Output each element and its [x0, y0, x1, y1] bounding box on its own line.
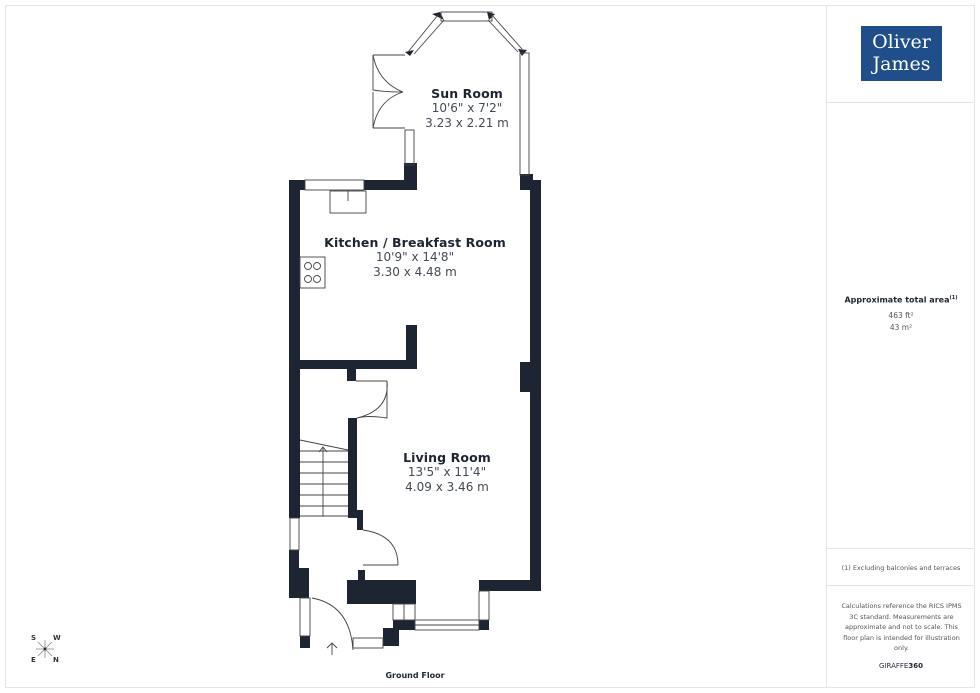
compass-s: S	[31, 634, 37, 642]
room-name: Sun Room	[431, 86, 503, 101]
room-name: Living Room	[403, 450, 491, 465]
info-sidebar: Oliver James Approximate total area(1) 4…	[826, 5, 975, 688]
floor-plan-drawing	[36, 11, 541, 658]
room-dimensions-imperial: 10'6" x 7'2"	[431, 101, 503, 115]
footnote-marker: (1)	[949, 295, 958, 301]
brand-prefix: GIRAFFE	[879, 662, 909, 670]
room-dimensions-metric: 3.23 x 2.21 m	[425, 116, 509, 130]
room-dimensions-imperial: 13'5" x 11'4"	[407, 465, 487, 479]
brand-mark: GIRAFFE360	[827, 662, 975, 670]
room-label-kitchen: Kitchen / Breakfast Room 10'9" x 14'8" 3…	[324, 235, 506, 280]
area-sqm: 43 m²	[889, 322, 913, 332]
room-label-sun-room: Sun Room 10'6" x 7'2" 3.23 x 2.21 m	[425, 86, 509, 131]
logo-section: Oliver James	[827, 5, 975, 103]
room-name: Kitchen / Breakfast Room	[324, 235, 506, 250]
logo-line-2: James	[872, 53, 931, 75]
floor-plan: Sun Room 10'6" x 7'2" 3.23 x 2.21 m Kitc…	[31, 11, 541, 680]
room-label-living-room: Living Room 13'5" x 11'4" 4.09 x 3.46 m	[403, 450, 491, 495]
room-dimensions-metric: 4.09 x 3.46 m	[405, 480, 489, 494]
compass-e: E	[31, 656, 36, 664]
total-area: Approximate total area(1) 463 ft² 43 m²	[827, 295, 975, 332]
disclaimer: Calculations reference the RICS IPMS 3C …	[841, 602, 962, 652]
agency-logo: Oliver James	[861, 26, 942, 81]
room-dimensions-imperial: 10'9" x 14'8"	[375, 250, 455, 264]
area-sqft: 463 ft²	[888, 310, 914, 320]
area-title: Approximate total area(1)	[827, 295, 975, 305]
area-title-text: Approximate total area	[844, 295, 950, 305]
compass-w: W	[53, 634, 61, 642]
room-dimensions-metric: 3.30 x 4.48 m	[373, 265, 457, 279]
logo-line-1: Oliver	[872, 31, 931, 53]
footnote: (1) Excluding balconies and terraces	[827, 548, 975, 586]
compass-n: N	[53, 656, 59, 664]
page-frame	[5, 5, 975, 688]
brand-suffix: 360	[908, 662, 923, 670]
floor-name: Ground Floor	[385, 671, 445, 680]
